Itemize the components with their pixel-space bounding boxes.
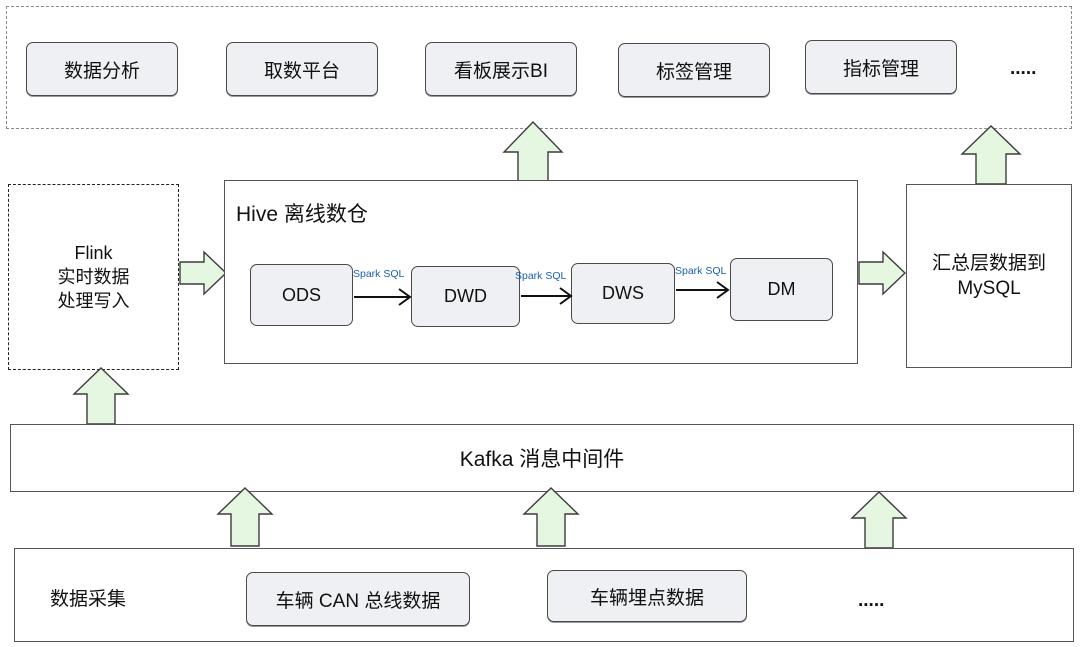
mysql-line-1: 汇总层数据到 xyxy=(931,253,1046,274)
flow-arrow-dws-dm xyxy=(676,281,730,299)
spark-sql-label-3: Spark SQL xyxy=(675,265,727,277)
apps-more-ellipsis: ..... xyxy=(1010,58,1037,79)
flink-line-3: 处理写入 xyxy=(57,291,130,311)
app-tag-management[interactable]: 标签管理 xyxy=(618,43,770,97)
hive-title: Hive 离线数仓 xyxy=(236,203,368,226)
arrow-up-icon xyxy=(960,125,1022,185)
kafka-message-bus: Kafka 消息中间件 xyxy=(10,424,1074,492)
spark-sql-label-1: Spark SQL xyxy=(353,268,405,280)
layer-dwd[interactable]: DWD xyxy=(411,266,520,327)
sources-more-ellipsis: ..... xyxy=(858,590,885,611)
data-collection-layer xyxy=(14,548,1074,642)
source-vehicle-can-bus[interactable]: 车辆 CAN 总线数据 xyxy=(246,572,470,626)
arrow-right-icon xyxy=(179,250,228,296)
flink-line-2: 实时数据 xyxy=(57,267,130,287)
mysql-summary-box: 汇总层数据到 MySQL xyxy=(906,184,1072,368)
flink-line-1: Flink xyxy=(74,243,113,263)
arrow-up-icon xyxy=(502,120,564,183)
app-metric-management[interactable]: 指标管理 xyxy=(805,40,957,94)
source-vehicle-tracking[interactable]: 车辆埋点数据 xyxy=(547,570,747,622)
mysql-line-2: MySQL xyxy=(957,278,1021,299)
kafka-label: Kafka 消息中间件 xyxy=(459,448,625,471)
flink-realtime-box: Flink 实时数据 处理写入 xyxy=(8,184,179,370)
data-collection-title: 数据采集 xyxy=(50,589,127,610)
flow-arrow-dwd-dws xyxy=(521,287,573,305)
layer-dm[interactable]: DM xyxy=(730,258,833,321)
arrow-up-icon xyxy=(216,487,274,547)
app-dashboard-bi[interactable]: 看板展示BI xyxy=(425,42,577,96)
arrow-up-icon xyxy=(522,487,580,547)
spark-sql-label-2: Spark SQL xyxy=(515,270,567,282)
arrow-up-icon xyxy=(72,367,130,425)
layer-ods[interactable]: ODS xyxy=(250,264,353,326)
arrow-right-icon xyxy=(858,250,907,296)
arrow-up-icon xyxy=(850,491,908,549)
app-data-analysis[interactable]: 数据分析 xyxy=(26,42,178,96)
layer-dws[interactable]: DWS xyxy=(571,263,675,324)
app-data-fetch-platform[interactable]: 取数平台 xyxy=(226,42,378,96)
flow-arrow-ods-dwd xyxy=(354,288,412,306)
